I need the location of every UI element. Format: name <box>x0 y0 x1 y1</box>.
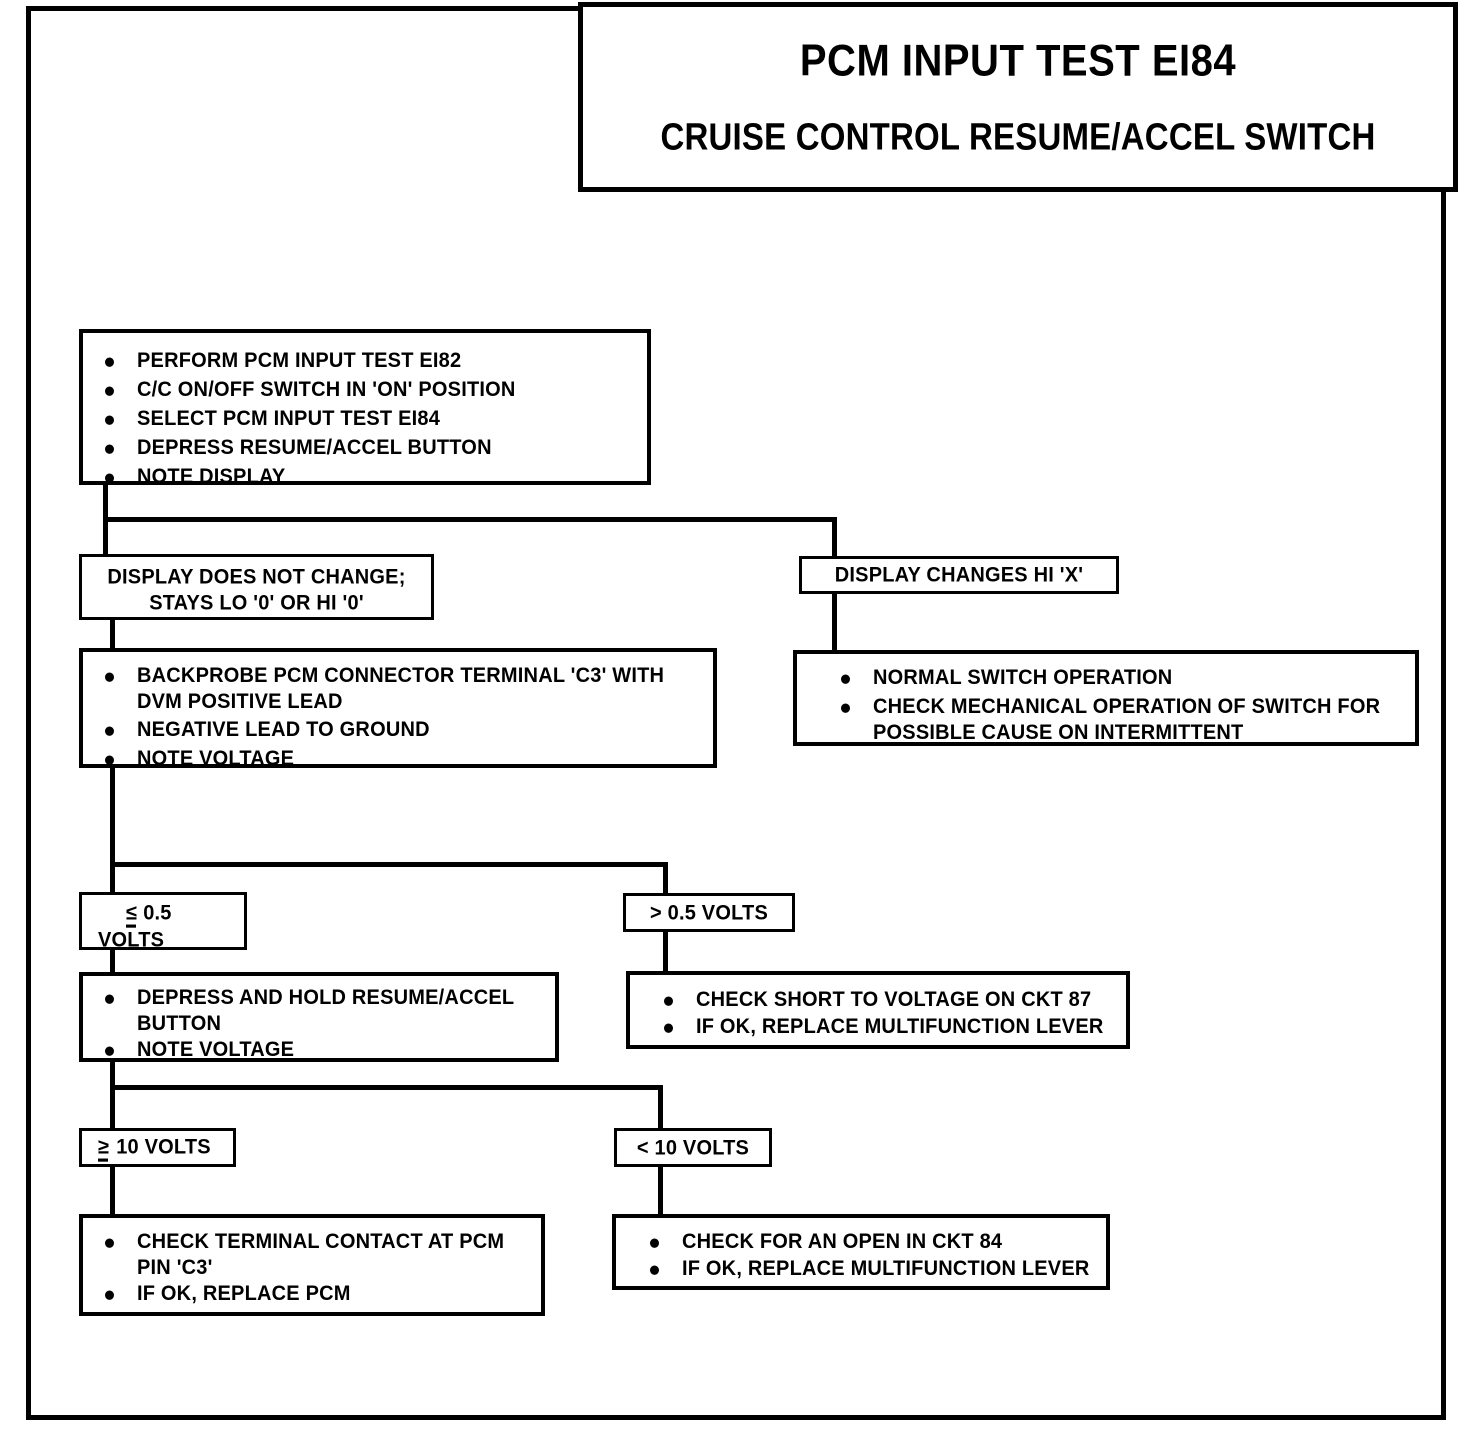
node-label: ≥10 VOLTS <box>98 1133 211 1162</box>
connector-backprobe-down <box>110 766 115 868</box>
greater-than-or-equal-symbol: ≥ <box>98 1133 109 1162</box>
list-item: PERFORM PCM INPUT TEST EI82 <box>83 348 647 374</box>
connector-split3-bar <box>110 1085 663 1090</box>
connector-le-half-to-depress <box>110 950 115 982</box>
connector-split3-left-drop <box>110 1085 115 1128</box>
list-item: CHECK TERMINAL CONTACT AT PCM PIN 'C3' <box>83 1229 537 1282</box>
list-item: C/C ON/OFF SWITCH IN 'ON' POSITION <box>83 377 647 403</box>
node-label-line2: VOLTS <box>98 928 165 952</box>
list-item: NORMAL SWITCH OPERATION <box>819 665 1415 691</box>
list-item: NOTE VOLTAGE <box>83 1037 555 1063</box>
node-ge-ten-volts: ≥10 VOLTS <box>79 1128 236 1167</box>
connector-split1-right-drop <box>832 517 837 561</box>
node-label-line2: STAYS LO '0' OR HI '0' <box>149 591 364 615</box>
less-than-or-equal-symbol: ≤ <box>126 899 137 928</box>
node-gt-half-volt: > 0.5 VOLTS <box>623 893 795 932</box>
node-label-line1: DISPLAY DOES NOT CHANGE; <box>107 565 406 589</box>
list-item: DEPRESS AND HOLD RESUME/ACCEL BUTTON <box>83 985 547 1038</box>
connector-split2-bar <box>110 862 668 867</box>
list-item: SELECT PCM INPUT TEST EI84 <box>83 406 647 432</box>
node-check-short: CHECK SHORT TO VOLTAGE ON CKT 87 IF OK, … <box>626 971 1130 1049</box>
page-title: PCM INPUT TEST EI84 <box>799 35 1237 86</box>
connector-split1-left-drop <box>103 517 108 561</box>
connector-ge-ten-to-check-terminal <box>110 1166 115 1216</box>
list-item: IF OK, REPLACE MULTIFUNCTION LEVER <box>642 1014 1126 1040</box>
connector-split2-right-drop <box>663 862 668 898</box>
list-item: IF OK, REPLACE PCM <box>83 1281 541 1307</box>
connector-split2-left-drop <box>110 862 115 898</box>
node-display-changes: DISPLAY CHANGES HI 'X' <box>799 556 1119 594</box>
node-backprobe: BACKPROBE PCM CONNECTOR TERMINAL 'C3' WI… <box>79 648 717 770</box>
connector-start-down <box>103 482 108 522</box>
list-item: NOTE DISPLAY <box>83 464 647 490</box>
node-label-value: 10 VOLTS <box>116 1135 211 1159</box>
node-label-value: 0.5 <box>143 901 172 925</box>
node-display-no-change: DISPLAY DOES NOT CHANGE; STAYS LO '0' OR… <box>79 554 434 620</box>
node-label: > 0.5 VOLTS <box>650 900 768 925</box>
list-item: IF OK, REPLACE MULTIFUNCTION LEVER <box>628 1256 1106 1282</box>
connector-changes-to-normal <box>832 590 837 652</box>
node-label: < 10 VOLTS <box>636 1135 750 1160</box>
list-item: NOTE VOLTAGE <box>83 746 713 772</box>
node-check-terminal: CHECK TERMINAL CONTACT AT PCM PIN 'C3' I… <box>79 1214 545 1316</box>
list-item: CHECK SHORT TO VOLTAGE ON CKT 87 <box>642 987 1126 1013</box>
list-item: DEPRESS RESUME/ACCEL BUTTON <box>83 435 647 461</box>
connector-split3-right-drop <box>658 1085 663 1128</box>
node-depress-hold: DEPRESS AND HOLD RESUME/ACCEL BUTTON NOT… <box>79 972 559 1062</box>
list-item: CHECK MECHANICAL OPERATION OF SWITCH FOR… <box>819 694 1433 747</box>
list-item: CHECK FOR AN OPEN IN CKT 84 <box>628 1229 1106 1255</box>
title-block: PCM INPUT TEST EI84 CRUISE CONTROL RESUM… <box>578 2 1458 192</box>
list-item: BACKPROBE PCM CONNECTOR TERMINAL 'C3' WI… <box>83 663 712 716</box>
page-subtitle: CRUISE CONTROL RESUME/ACCEL SWITCH <box>660 114 1376 158</box>
node-lt-ten-volts: < 10 VOLTS <box>614 1128 772 1167</box>
node-label-line1: ≤0.5 <box>126 899 244 928</box>
connector-nochange-to-backprobe <box>110 618 115 658</box>
node-normal-operation: NORMAL SWITCH OPERATION CHECK MECHANICAL… <box>793 650 1419 746</box>
connector-lt-ten-to-check-open <box>658 1166 663 1216</box>
node-le-half-volt: ≤0.5 VOLTS <box>79 892 247 952</box>
connector-split1-bar <box>103 517 837 522</box>
node-check-open: CHECK FOR AN OPEN IN CKT 84 IF OK, REPLA… <box>612 1214 1110 1290</box>
node-label-line1: DISPLAY CHANGES HI 'X' <box>834 563 1084 587</box>
node-start: PERFORM PCM INPUT TEST EI82 C/C ON/OFF S… <box>79 329 651 488</box>
list-item: NEGATIVE LEAD TO GROUND <box>83 717 713 743</box>
connector-gt-half-to-check-short <box>663 932 668 976</box>
